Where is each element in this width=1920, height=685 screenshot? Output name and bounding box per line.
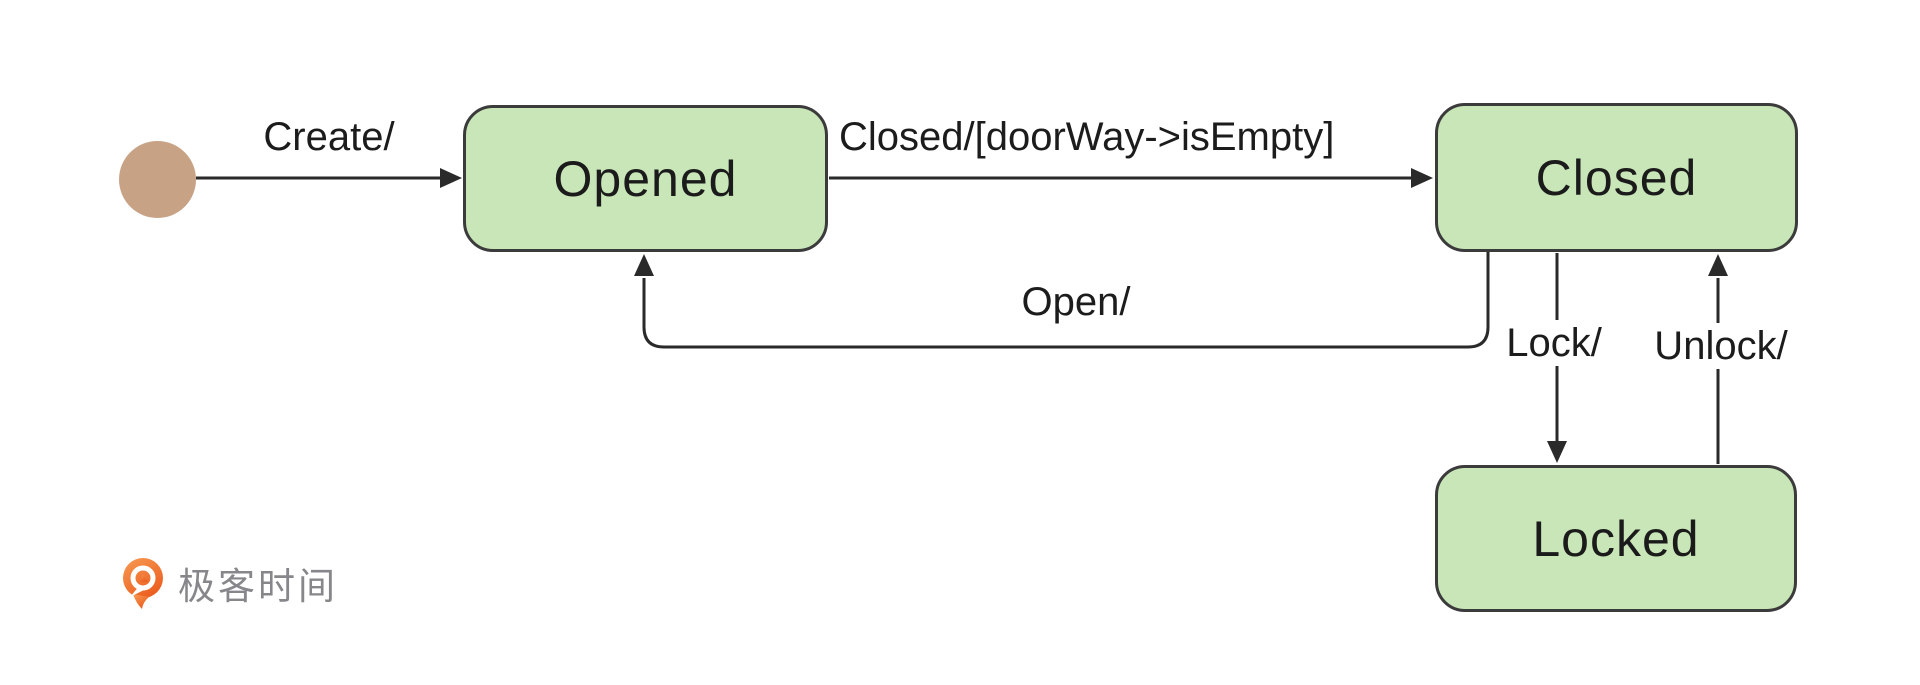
transition-label-create: Create/ [263, 115, 395, 159]
create-arrowhead [440, 168, 462, 188]
initial-state-dot [119, 141, 196, 218]
geektime-logo-icon [123, 558, 163, 609]
state-locked: Locked [1435, 465, 1797, 612]
state-locked-label: Locked [1532, 510, 1700, 567]
open-return-line [642, 252, 1490, 349]
transition-label-unlock: Unlock/ [1648, 323, 1794, 369]
state-opened: Opened [463, 105, 828, 252]
geektime-logo-text: 极客时间 [178, 566, 338, 607]
geektime-logo: 极客时间 [120, 556, 338, 610]
state-closed: Closed [1435, 103, 1798, 252]
transition-label-close-guard: Closed/[doorWay->isEmpty] [839, 115, 1335, 159]
close-arrowhead [1411, 168, 1433, 188]
state-closed-label: Closed [1535, 149, 1698, 206]
state-opened-label: Opened [553, 150, 738, 207]
open-arrowhead [634, 254, 654, 276]
lock-arrowhead [1547, 441, 1567, 463]
transition-label-lock: Lock/ [1500, 320, 1608, 366]
unlock-arrowhead [1708, 254, 1728, 276]
transition-label-open: Open/ [1021, 280, 1131, 324]
